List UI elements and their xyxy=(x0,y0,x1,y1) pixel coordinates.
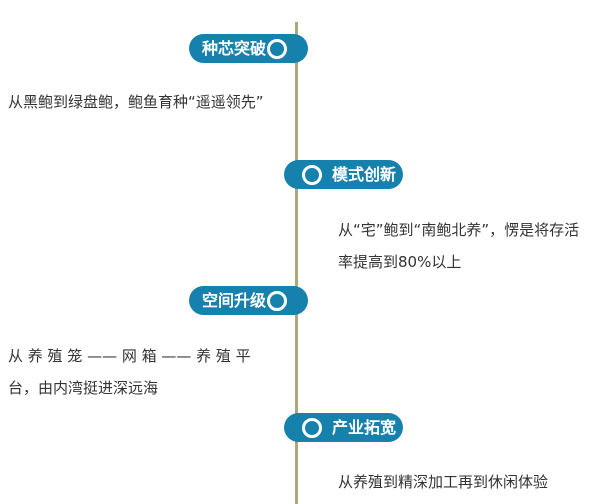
milestone-text-3: 从 养 殖 笼 —— 网 箱 —— 养 殖 平 台，由内湾挺进深远海 xyxy=(8,347,251,397)
milestone-title: 种芯突破 xyxy=(202,39,267,58)
milestone-title: 模式创新 xyxy=(332,165,397,184)
milestone-label-1: 种芯突破 xyxy=(189,34,308,63)
milestone-text-1: 从黑鲍到绿盘鲍，鲍鱼育种“遥遥领先” xyxy=(8,93,264,111)
milestone-text-4: 从养殖到精深加工再到休闲体验 xyxy=(338,473,549,491)
timeline-dot-icon xyxy=(267,290,287,311)
milestone-text-2: 从“宅”鲍到“南鲍北养”，愣是将存活率提高到80%以上 xyxy=(338,221,580,271)
milestone-label-2: 模式创新 xyxy=(284,160,403,189)
timeline-dot-icon xyxy=(302,417,322,438)
timeline-dot-icon xyxy=(267,38,287,59)
milestone-title: 产业拓宽 xyxy=(332,418,397,437)
milestone-title: 空间升级 xyxy=(202,291,267,310)
milestone-label-3: 空间升级 xyxy=(189,286,308,315)
timeline-dot-icon xyxy=(302,164,322,185)
timeline-axis xyxy=(295,22,298,504)
milestone-label-4: 产业拓宽 xyxy=(284,413,403,442)
